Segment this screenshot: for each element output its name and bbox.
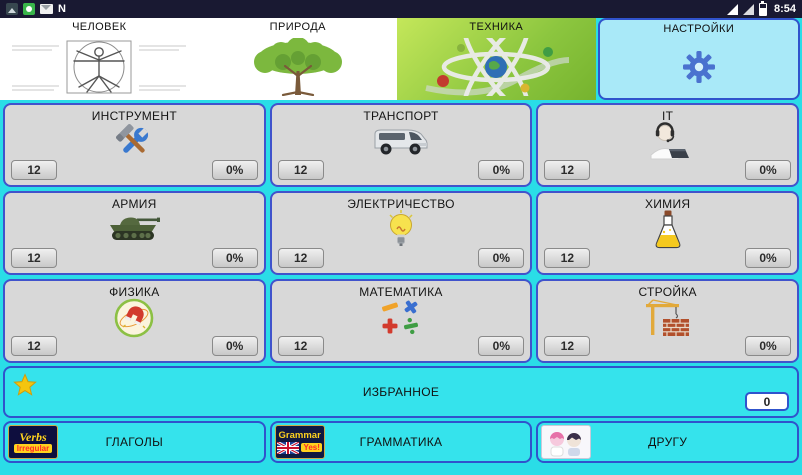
wifi-signal-icon — [742, 3, 754, 15]
percent-button[interactable]: 0% — [211, 160, 258, 180]
category-card-transport[interactable]: ТРАНСПОРТ 12 0% — [269, 103, 533, 187]
grammar-book-image: Grammar Yes! — [274, 425, 325, 459]
bottom-card-label: ГРАММАТИКА — [359, 435, 443, 449]
category-grid: ИНСТРУМЕНТ 12 0% — [3, 103, 799, 363]
category-card-construction[interactable]: СТРОЙКА — [536, 279, 799, 363]
tab-human-label: ЧЕЛОВЕК — [72, 21, 127, 33]
category-title: ХИМИЯ — [644, 197, 691, 211]
tab-human[interactable]: ЧЕЛОВЕК — [0, 18, 199, 100]
category-card-chemistry[interactable]: ХИМИЯ 12 0% — [536, 191, 799, 275]
it-support-icon — [650, 122, 689, 160]
uk-flag-icon — [277, 441, 300, 454]
vitruvian-man-image — [12, 40, 187, 93]
email-notification-icon — [40, 4, 53, 14]
count-button[interactable]: 12 — [544, 336, 591, 356]
top-tabs: ЧЕЛОВЕК — [0, 18, 802, 100]
percent-button[interactable]: 0% — [478, 336, 525, 356]
van-icon — [374, 129, 428, 155]
percent-button[interactable]: 0% — [744, 336, 791, 356]
verbs-thumb-subtitle: Irregular — [13, 443, 53, 454]
count-button[interactable]: 12 — [277, 160, 324, 180]
flask-icon — [655, 210, 681, 249]
category-card-electricity[interactable]: ЭЛЕКТРИЧЕСТВО 12 0% — [269, 191, 533, 275]
bottom-card-verbs[interactable]: Verbs Irregular ГЛАГОЛЫ — [3, 421, 266, 463]
tab-settings[interactable]: НАСТРОЙКИ — [597, 18, 800, 100]
category-card-tools[interactable]: ИНСТРУМЕНТ 12 0% — [3, 103, 266, 187]
gallery-notification-icon — [6, 3, 18, 15]
count-button[interactable]: 12 — [11, 336, 57, 356]
category-title: ЭЛЕКТРИЧЕСТВО — [347, 197, 455, 211]
favorites-count-button[interactable]: 0 — [745, 392, 789, 411]
category-title: ТРАНСПОРТ — [363, 109, 439, 123]
favorites-row[interactable]: ИЗБРАННОЕ 0 — [3, 366, 799, 418]
camera-notification-icon — [23, 3, 35, 15]
bottom-card-label: ГЛАГОЛЫ — [105, 435, 163, 449]
count-button[interactable]: 12 — [544, 248, 591, 268]
category-title: IT — [662, 109, 674, 123]
star-icon — [13, 373, 37, 396]
status-time: 8:54 — [773, 3, 796, 15]
category-card-physics[interactable]: ФИЗИКА 12 0% — [3, 279, 266, 363]
percent-button[interactable]: 0% — [744, 160, 791, 180]
count-button[interactable]: 12 — [11, 248, 57, 268]
percent-button[interactable]: 0% — [211, 248, 258, 268]
tools-icon — [116, 124, 149, 153]
tab-settings-label: НАСТРОЙКИ — [663, 23, 735, 35]
status-system-icons: 8:54 — [726, 0, 796, 16]
percent-button[interactable]: 0% — [744, 248, 791, 268]
verbs-book-image: Verbs Irregular — [8, 425, 58, 459]
battery-icon — [758, 0, 767, 16]
atom-image — [425, 37, 570, 96]
grammar-thumb-title: Grammar — [278, 430, 321, 442]
gear-icon — [682, 50, 715, 83]
category-title: АРМИЯ — [111, 197, 157, 211]
percent-button[interactable]: 0% — [211, 336, 258, 356]
count-button[interactable]: 12 — [544, 160, 591, 180]
bottom-card-label: ДРУГУ — [648, 435, 688, 449]
light-bulb-icon — [389, 210, 413, 246]
bottom-row: Verbs Irregular ГЛАГОЛЫ Grammar Yes! — [3, 421, 800, 463]
verbs-thumb-title: Verbs — [19, 429, 47, 444]
tab-nature-label: ПРИРОДА — [269, 21, 326, 33]
tab-nature[interactable]: ПРИРОДА — [198, 18, 397, 100]
tank-icon — [110, 217, 161, 240]
category-card-it[interactable]: IT 12 0% — [536, 103, 799, 187]
signal-icon — [726, 3, 738, 15]
count-button[interactable]: 12 — [277, 336, 324, 356]
bottom-card-share[interactable]: ДРУГУ — [536, 421, 800, 463]
count-button[interactable]: 12 — [277, 248, 324, 268]
friends-image — [541, 425, 592, 459]
category-title: ИНСТРУМЕНТ — [91, 109, 177, 123]
construction-icon — [645, 299, 689, 336]
percent-button[interactable]: 0% — [478, 160, 525, 180]
tab-technics[interactable]: ТЕХНИКА — [397, 18, 596, 100]
bottom-card-grammar[interactable]: Grammar Yes! ГРАММАТИКА — [269, 421, 533, 463]
tree-image — [253, 37, 342, 96]
status-bar: N 8:54 — [0, 0, 802, 18]
status-notification-icons: N — [6, 3, 66, 15]
friends-characters-icon — [550, 432, 582, 457]
category-title: МАТЕМАТИКА — [359, 285, 443, 299]
n-notification-icon: N — [58, 2, 66, 15]
category-card-math[interactable]: МАТЕМАТИКА — [269, 279, 533, 363]
category-title: ФИЗИКА — [109, 285, 160, 299]
tab-technics-label: ТЕХНИКА — [469, 21, 524, 33]
grammar-thumb-subtitle: Yes! — [301, 442, 322, 453]
math-symbols-icon — [381, 300, 419, 335]
favorites-label: ИЗБРАННОЕ — [362, 385, 440, 399]
percent-button[interactable]: 0% — [478, 248, 525, 268]
magnet-icon — [115, 298, 154, 338]
category-title: СТРОЙКА — [638, 285, 697, 299]
count-button[interactable]: 12 — [11, 160, 57, 180]
category-card-army[interactable]: АРМИЯ 12 0% — [3, 191, 266, 275]
